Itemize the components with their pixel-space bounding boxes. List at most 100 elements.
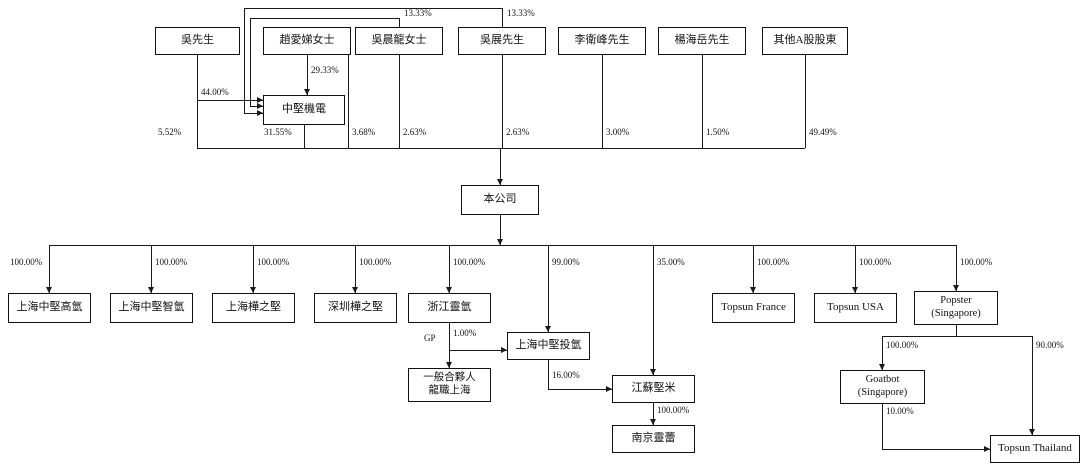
connector-line: [502, 8, 503, 27]
connector-line: [882, 336, 1032, 337]
connector-line: [49, 245, 50, 293]
connector-line: [855, 245, 856, 293]
pct-france: 100.00%: [757, 257, 790, 267]
connector-line: [956, 245, 957, 291]
connector-line: [449, 245, 450, 293]
goatbot-country: (Singapore): [857, 387, 908, 398]
pct-sh-huazhijian: 100.00%: [257, 257, 290, 267]
connector-line: [253, 245, 254, 293]
connector-line: [250, 106, 263, 107]
connector-line: [250, 18, 251, 106]
node-mr-li-weifeng: 李衛峰先生: [558, 27, 646, 55]
arrowhead: [148, 287, 154, 293]
arrowhead: [304, 89, 310, 95]
pct-jianmi-in-nanjing: 100.00%: [657, 405, 690, 415]
node-zhejiang-lingqing: 浙江靈氫: [408, 293, 491, 323]
connector-line: [882, 449, 990, 450]
arrowhead: [257, 103, 263, 109]
arrowhead: [606, 386, 612, 392]
connector-line: [956, 325, 957, 336]
arrowhead: [852, 287, 858, 293]
connector-line: [244, 113, 263, 114]
node-shanghai-huazhijian: 上海樺之堅: [212, 293, 295, 323]
pct-popster-in-goatbot: 100.00%: [886, 340, 919, 350]
general-partner-line2: 龍職上海: [428, 385, 471, 396]
pct-wuchen-in-jidian: 13.33%: [404, 8, 432, 18]
connector-line: [753, 245, 754, 293]
pct-other-in-company: 49.49%: [809, 127, 837, 137]
node-ms-zhao-aidi: 趙愛娣女士: [263, 27, 351, 55]
pct-jidian-in-company: 31.55%: [264, 127, 292, 137]
arrowhead: [650, 419, 656, 425]
connector-line: [548, 360, 549, 389]
pct-wu-in-company: 5.52%: [158, 127, 182, 137]
node-goatbot-singapore: Goatbot (Singapore): [840, 370, 925, 404]
connector-line: [548, 389, 612, 390]
node-topsun-usa: Topsun USA: [814, 293, 897, 323]
pct-wu-in-jidian: 44.00%: [201, 87, 229, 97]
connector-line: [355, 245, 356, 293]
connector-line: [304, 125, 305, 148]
arrowhead: [545, 326, 551, 332]
popster-name: Popster: [940, 295, 972, 307]
pct-sz-huazhijian: 100.00%: [359, 257, 392, 267]
pct-touqing-in-jianmi: 16.00%: [552, 370, 580, 380]
node-mr-wu-zhan: 吳展先生: [458, 27, 546, 55]
node-other-a-shareholders: 其他A股股東: [762, 27, 848, 55]
connector-line: [197, 100, 263, 101]
arrowhead: [497, 179, 503, 185]
connector-line: [307, 55, 308, 95]
node-company: 本公司: [461, 185, 539, 215]
label-gp: GP: [424, 333, 436, 343]
arrowhead: [46, 287, 52, 293]
pct-gaoqing: 100.00%: [10, 257, 43, 267]
pct-wuzhan-in-company: 2.63%: [506, 127, 530, 137]
node-mr-yang-haiyue: 楊海岳先生: [658, 27, 746, 55]
connector-line: [399, 18, 400, 27]
connector-line: [399, 55, 400, 148]
node-zhongjian-jidian: 中堅機電: [263, 95, 345, 125]
node-shanghai-zhiqing: 上海中堅智氫: [110, 293, 193, 323]
node-jiangsu-jianmi: 江蘇堅米: [612, 375, 695, 403]
arrowhead: [257, 97, 263, 103]
connector-line: [882, 404, 883, 449]
arrowhead: [501, 347, 507, 353]
connector-line: [805, 55, 806, 148]
connector-line: [500, 215, 501, 245]
pct-jianmi: 35.00%: [657, 257, 685, 267]
arrowhead: [650, 369, 656, 375]
arrowhead: [446, 362, 452, 368]
pct-zhiqing: 100.00%: [155, 257, 188, 267]
pct-goatbot-in-thailand: 10.00%: [886, 406, 914, 416]
connector-line: [49, 245, 956, 246]
connector-line: [449, 350, 507, 351]
connector-line: [250, 18, 399, 19]
connector-line: [151, 245, 152, 293]
node-topsun-thailand: Topsun Thailand: [990, 435, 1080, 463]
connector-line: [197, 148, 805, 149]
arrowhead: [257, 110, 263, 116]
pct-wuchen-in-company: 2.63%: [403, 127, 427, 137]
node-nanjing-linglei: 南京靈蕾: [612, 425, 695, 453]
connector-line: [602, 55, 603, 148]
node-shanghai-gaoqing: 上海中堅高氫: [8, 293, 91, 323]
connector-line: [653, 245, 654, 375]
pct-lingqing: 100.00%: [453, 257, 486, 267]
connector-line: [882, 336, 883, 370]
arrowhead: [250, 287, 256, 293]
pct-popster-in-thailand: 90.00%: [1036, 340, 1064, 350]
popster-country: (Singapore): [931, 308, 981, 319]
pct-li-in-company: 3.00%: [606, 127, 630, 137]
connector-line: [244, 8, 502, 9]
arrowhead: [446, 287, 452, 293]
pct-touqing: 99.00%: [552, 257, 580, 267]
arrowhead: [352, 287, 358, 293]
arrowhead: [497, 239, 503, 245]
pct-yang-in-company: 1.50%: [706, 127, 730, 137]
node-general-partner: 一般合夥人 龍職上海: [408, 368, 491, 402]
node-popster-singapore: Popster (Singapore): [914, 291, 998, 325]
connector-line: [702, 55, 703, 148]
pct-zhao-in-company: 3.68%: [352, 127, 376, 137]
connector-line: [348, 55, 349, 148]
node-mr-wu: 吳先生: [155, 27, 240, 55]
